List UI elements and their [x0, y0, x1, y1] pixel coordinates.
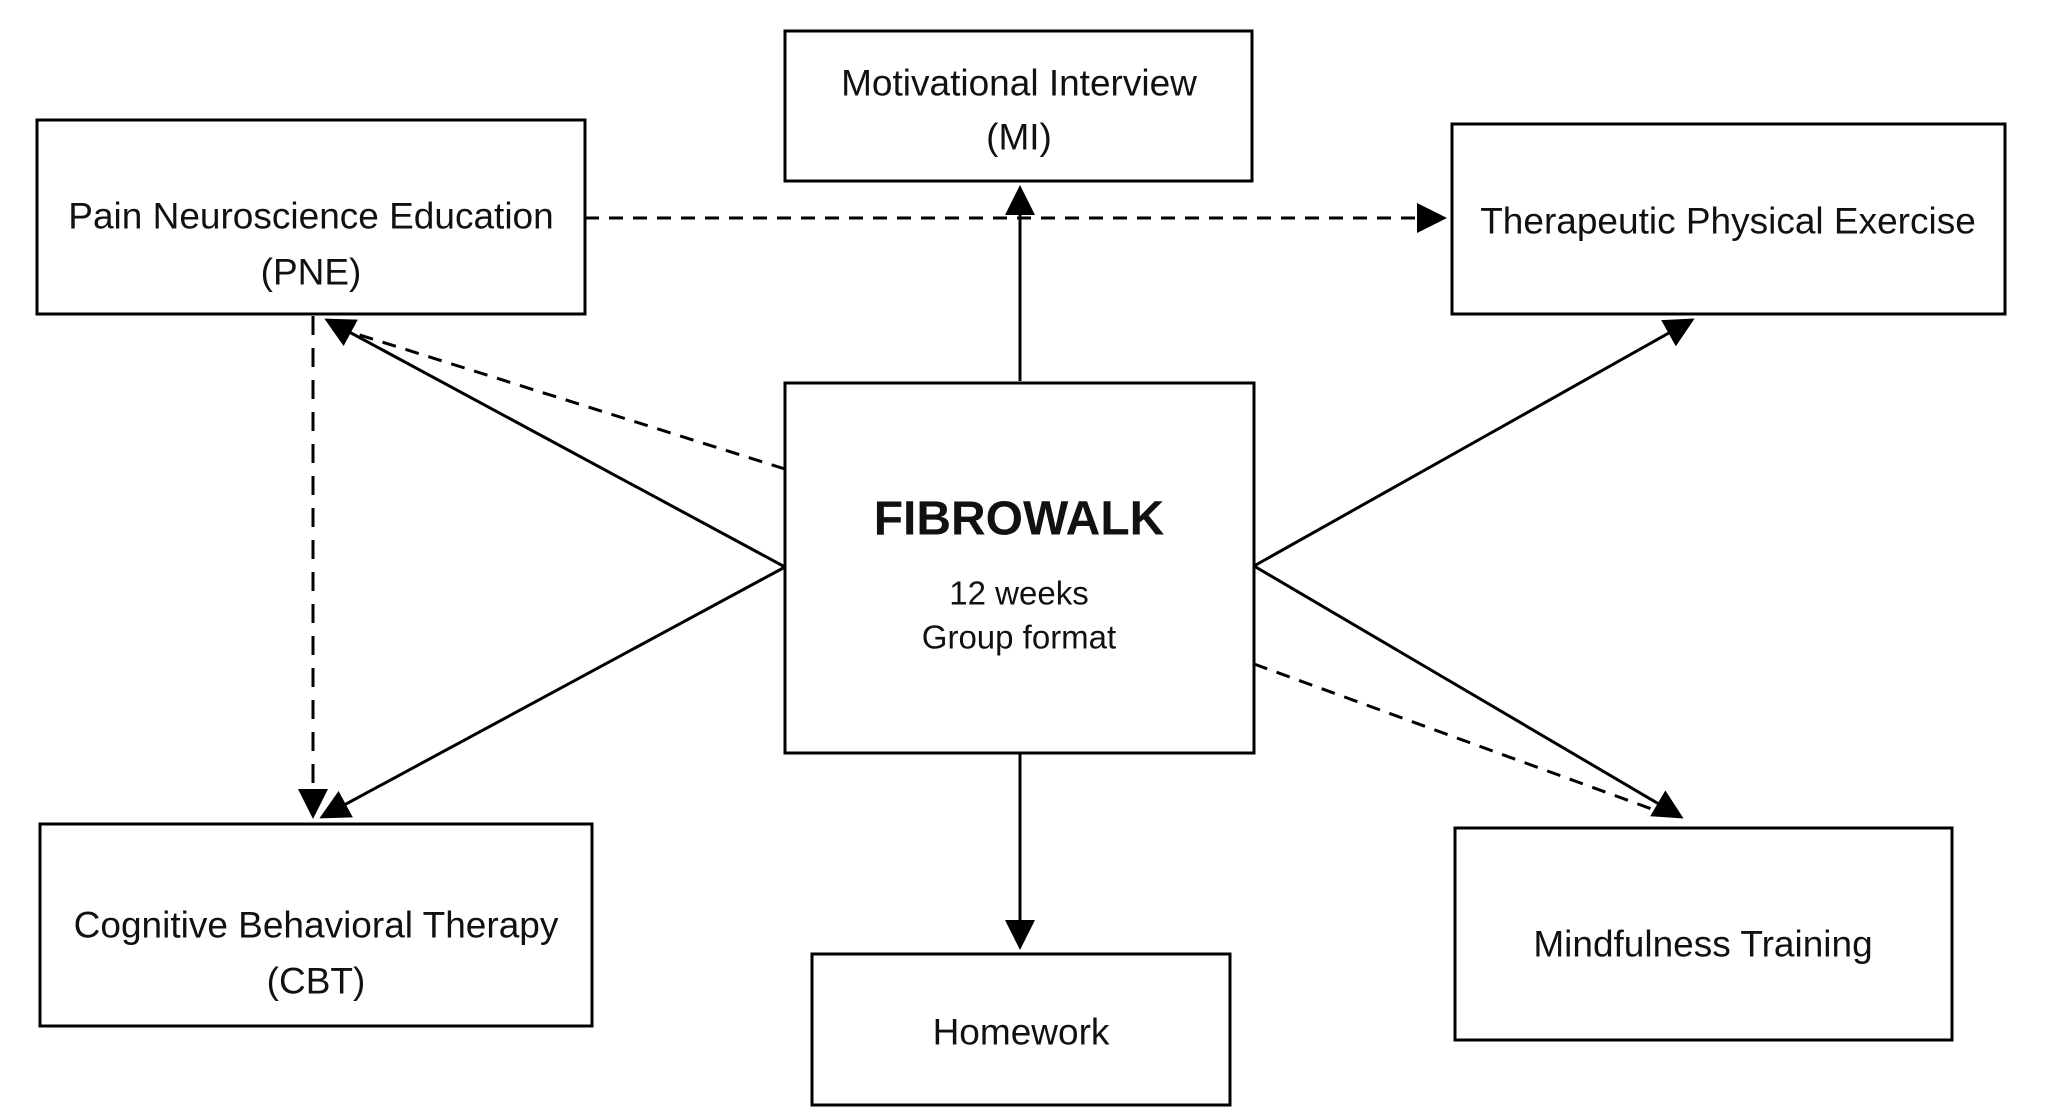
tpe-label: Therapeutic Physical Exercise — [1480, 201, 1976, 242]
node-homework: Homework — [810, 952, 1232, 1107]
edge-fibrowalk-to-pne — [324, 318, 786, 569]
cbt-label-line2: (CBT) — [267, 961, 366, 1002]
node-motivational-interview: Motivational Interview (MI) — [783, 29, 1254, 183]
homework-box — [810, 952, 1232, 1107]
edge-fibrowalk-to-tpe — [1253, 318, 1695, 568]
node-fibrowalk-center: FIBROWALK 12 weeks Group format — [783, 381, 1256, 755]
cbt-label-line1: Cognitive Behavioral Therapy — [74, 905, 559, 946]
edge-fibrowalk-to-mindfulness — [1253, 564, 1684, 819]
pne-label-line2: (PNE) — [261, 252, 362, 293]
mi-label-line2: (MI) — [986, 117, 1052, 158]
mi-box — [783, 29, 1254, 183]
fibrowalk-detail-format: Group format — [922, 619, 1116, 656]
node-mindfulness-training: Mindfulness Training — [1453, 826, 1954, 1042]
edge-fibrowalk-to-cbt — [319, 565, 786, 819]
edge-fibrowalk-to-mindfulness-dashed — [1253, 662, 1661, 814]
pne-label-line1: Pain Neuroscience Education — [68, 196, 553, 237]
node-therapeutic-physical-exercise: Therapeutic Physical Exercise — [1450, 122, 2007, 316]
tpe-box — [1450, 122, 2007, 316]
cbt-box — [38, 822, 594, 1028]
homework-label: Homework — [933, 1012, 1110, 1053]
mi-label-line1: Motivational Interview — [841, 63, 1197, 104]
mindfulness-box — [1453, 826, 1954, 1042]
fibrowalk-detail-weeks: 12 weeks — [949, 575, 1088, 612]
node-cognitive-behavioral-therapy: Cognitive Behavioral Therapy (CBT) — [38, 822, 594, 1028]
node-pain-neuroscience-education: Pain Neuroscience Education (PNE) — [35, 118, 587, 316]
pne-box — [35, 118, 587, 316]
mindfulness-label: Mindfulness Training — [1533, 924, 1872, 965]
fibrowalk-title: FIBROWALK — [874, 493, 1165, 546]
edge-fibrowalk-to-pne-dashed — [343, 328, 786, 471]
fibrowalk-box — [783, 381, 1256, 755]
